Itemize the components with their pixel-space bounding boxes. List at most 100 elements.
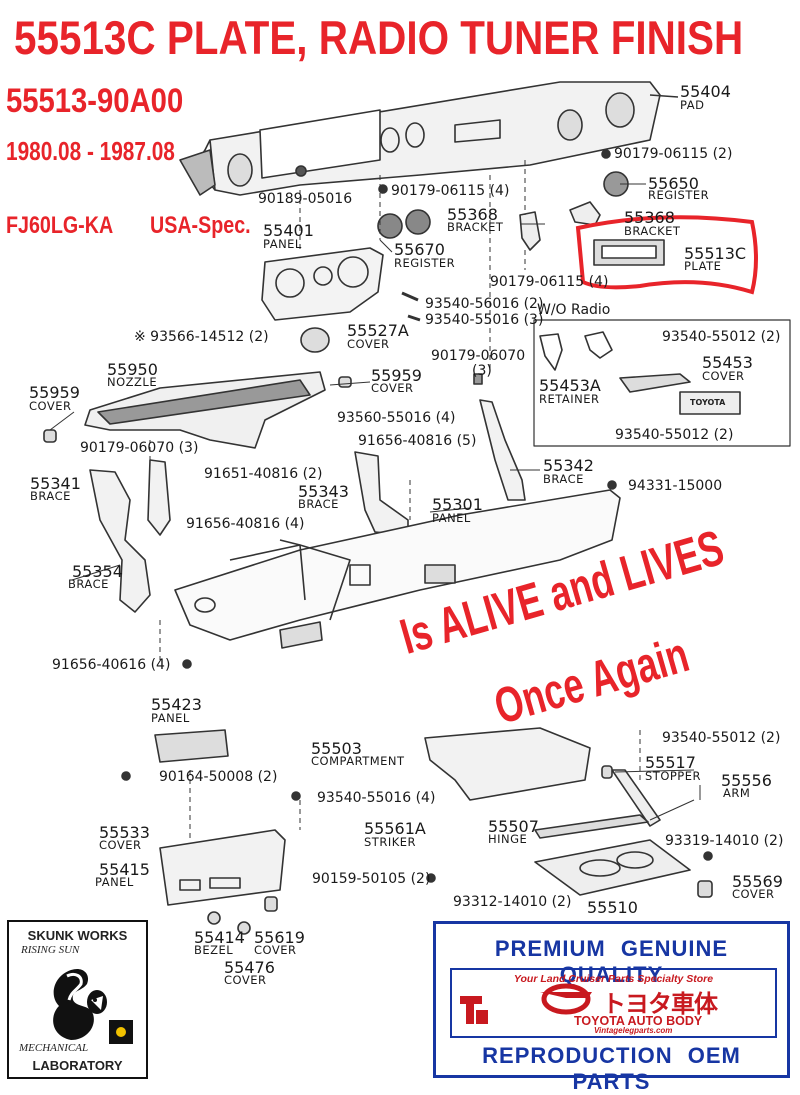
page-title: 55513C PLATE, RADIO TUNER FINISH xyxy=(14,11,744,64)
callout-55569: 55569 xyxy=(732,872,783,891)
callout-55527a: 55527A xyxy=(347,321,409,340)
callout-55650-desc: REGISTER xyxy=(648,188,710,202)
callout-90179-06115-c: 90179-06115 (4) xyxy=(490,274,609,290)
callout-55513c: 55513C xyxy=(684,244,747,263)
callout-55517: 55517 xyxy=(645,753,696,772)
callout-91656-40616: 91656-40616 (4) xyxy=(52,657,171,673)
toyota-mark-icon xyxy=(540,983,592,1015)
toyota-auto-body-logo: Your Land Cruiser Parts Specialty Store … xyxy=(450,968,777,1038)
callout-90189-05016: 90189-05016 xyxy=(258,191,353,207)
highlight-outline xyxy=(575,215,758,295)
callout-55533-desc: COVER xyxy=(99,838,142,852)
callout-55569-desc: COVER xyxy=(732,887,775,901)
callout-55401-desc: PANEL xyxy=(263,237,302,251)
badge-japanese-text: トヨタ車体 xyxy=(602,990,718,1018)
callout-55368-a-desc: BRACKET xyxy=(447,220,504,234)
callout-55517-desc: STOPPER xyxy=(645,769,702,783)
callout-55959-b: 55959 xyxy=(371,366,422,385)
callout-93540-55012-a: 93540-55012 (2) xyxy=(662,329,781,345)
callout-91656-40816-b: 91656-40816 (4) xyxy=(186,516,305,532)
callout-55507: 55507 xyxy=(488,817,539,836)
skunk-icon xyxy=(53,968,107,1040)
toyota-badge-text: TOYOTA xyxy=(690,398,726,407)
badge-store-text: Your Land Cruiser Parts Specialty Store xyxy=(513,973,714,985)
callout-55561a-desc: STRIKER xyxy=(364,835,417,849)
callout-55619-desc: COVER xyxy=(254,943,297,957)
model-code: FJ60LG-KA xyxy=(6,212,114,239)
callout-93566-14512: ※ 93566-14512 (2) xyxy=(134,329,269,345)
callout-55561a: 55561A xyxy=(364,819,426,838)
callout-55959-b-desc: COVER xyxy=(371,381,414,395)
callout-93312-14010: 93312-14010 (2) xyxy=(453,894,572,910)
callout-93540-55012-c: 93540-55012 (2) xyxy=(662,730,781,746)
callout-55513c-desc: PLATE xyxy=(684,259,722,273)
callout-93540-55012-b: 93540-55012 (2) xyxy=(615,427,734,443)
callout-55368-a: 55368 xyxy=(447,205,498,224)
date-range: 1980.08 - 1987.08 xyxy=(6,136,175,166)
callout-93540-55016-b: 93540-55016 (4) xyxy=(317,790,436,806)
badge-top-text: PREMIUM GENUINE QUALITY xyxy=(494,936,729,987)
callout-55476: 55476 xyxy=(224,958,275,977)
callout-55404-desc: PAD xyxy=(680,98,705,112)
callout-55476-desc: COVER xyxy=(224,973,267,987)
callout-90164-50008: 90164-50008 (2) xyxy=(159,769,278,785)
callout-55619: 55619 xyxy=(254,928,305,947)
callout-55959-a: 55959 xyxy=(29,383,80,402)
callout-55507-desc: HINGE xyxy=(488,832,528,846)
callout-55527a-desc: COVER xyxy=(347,337,390,351)
skunk-logo-line4: LABORATORY xyxy=(32,1058,123,1073)
callout-55670-desc: REGISTER xyxy=(394,256,456,270)
callout-55354: 55354 xyxy=(72,562,123,581)
callout-55556-desc: ARM xyxy=(723,786,751,800)
badge-website-text: Vintagelegparts.com xyxy=(594,1026,673,1035)
callout-55342-desc: BRACE xyxy=(543,472,584,486)
badge-bottom-text: REPRODUCTION OEM PARTS xyxy=(482,1043,741,1094)
badge-brand-text: TOYOTA AUTO BODY xyxy=(574,1014,703,1028)
callout-93560-55016: 93560-55016 (4) xyxy=(337,410,456,426)
callout-55415-desc: PANEL xyxy=(95,875,134,889)
callout-55414-desc: BEZEL xyxy=(194,943,234,957)
callout-55959-a-desc: COVER xyxy=(29,399,72,413)
callout-90179-06070-a-qty: (3) xyxy=(472,363,492,379)
callout-55341-desc: BRACE xyxy=(30,489,71,503)
callout-90179-06115-a: 90179-06115 (2) xyxy=(614,146,733,162)
callout-55950: 55950 xyxy=(107,360,158,379)
callout-55503: 55503 xyxy=(311,739,362,758)
skunk-logo-line3: MECHANICAL xyxy=(19,1042,89,1054)
callout-55343: 55343 xyxy=(298,482,349,501)
spec-label: USA-Spec. xyxy=(150,212,251,239)
callout-91651-40816: 91651-40816 (2) xyxy=(204,466,323,482)
callout-55650: 55650 xyxy=(648,174,699,193)
callout-55368-b-desc: BRACKET xyxy=(624,224,681,238)
callout-55404: 55404 xyxy=(680,82,731,101)
skunk-works-logo: SKUNK WORKS RISING SUN MECHANICAL LABORA… xyxy=(7,920,148,1079)
callout-90179-06070-a: 90179-06070 xyxy=(431,348,526,364)
callout-55342: 55342 xyxy=(543,456,594,475)
premium-quality-badge: PREMIUM GENUINE QUALITY Your Land Cruise… xyxy=(433,921,790,1094)
pad-55404-drawing xyxy=(179,81,679,196)
callout-55533: 55533 xyxy=(99,823,150,842)
callout-55503-desc: COMPARTMENT xyxy=(311,754,405,768)
callout-55414: 55414 xyxy=(194,928,245,947)
callout-94331-15000: 94331-15000 xyxy=(628,478,723,494)
callout-55510: 55510 xyxy=(587,898,638,917)
callout-55950-desc: NOZZLE xyxy=(107,375,158,389)
callout-55301: 55301 xyxy=(432,495,483,514)
callout-55341: 55341 xyxy=(30,474,81,493)
callout-55354-desc: BRACE xyxy=(68,577,109,591)
callout-91656-40816-a: 91656-40816 (5) xyxy=(358,433,477,449)
callout-90159-50105: 90159-50105 (2) xyxy=(312,871,431,887)
callout-93319-14010: 93319-14010 (2) xyxy=(665,833,784,849)
part-number: 55513-90A00 xyxy=(6,82,184,120)
sun-icon xyxy=(109,1020,133,1044)
skunk-logo-line2: RISING SUN xyxy=(21,944,80,956)
tab-logo-icon xyxy=(460,996,488,1024)
callout-90179-06070-b: 90179-06070 (3) xyxy=(80,440,199,456)
callout-55453a-desc: RETAINER xyxy=(539,392,600,406)
callout-55453-desc: COVER xyxy=(702,369,745,383)
callout-55670: 55670 xyxy=(394,240,445,259)
callout-55423-desc: PANEL xyxy=(151,711,190,725)
callout-93540-56016: 93540-56016 (2) xyxy=(425,296,544,312)
callout-55453a: 55453A xyxy=(539,376,601,395)
